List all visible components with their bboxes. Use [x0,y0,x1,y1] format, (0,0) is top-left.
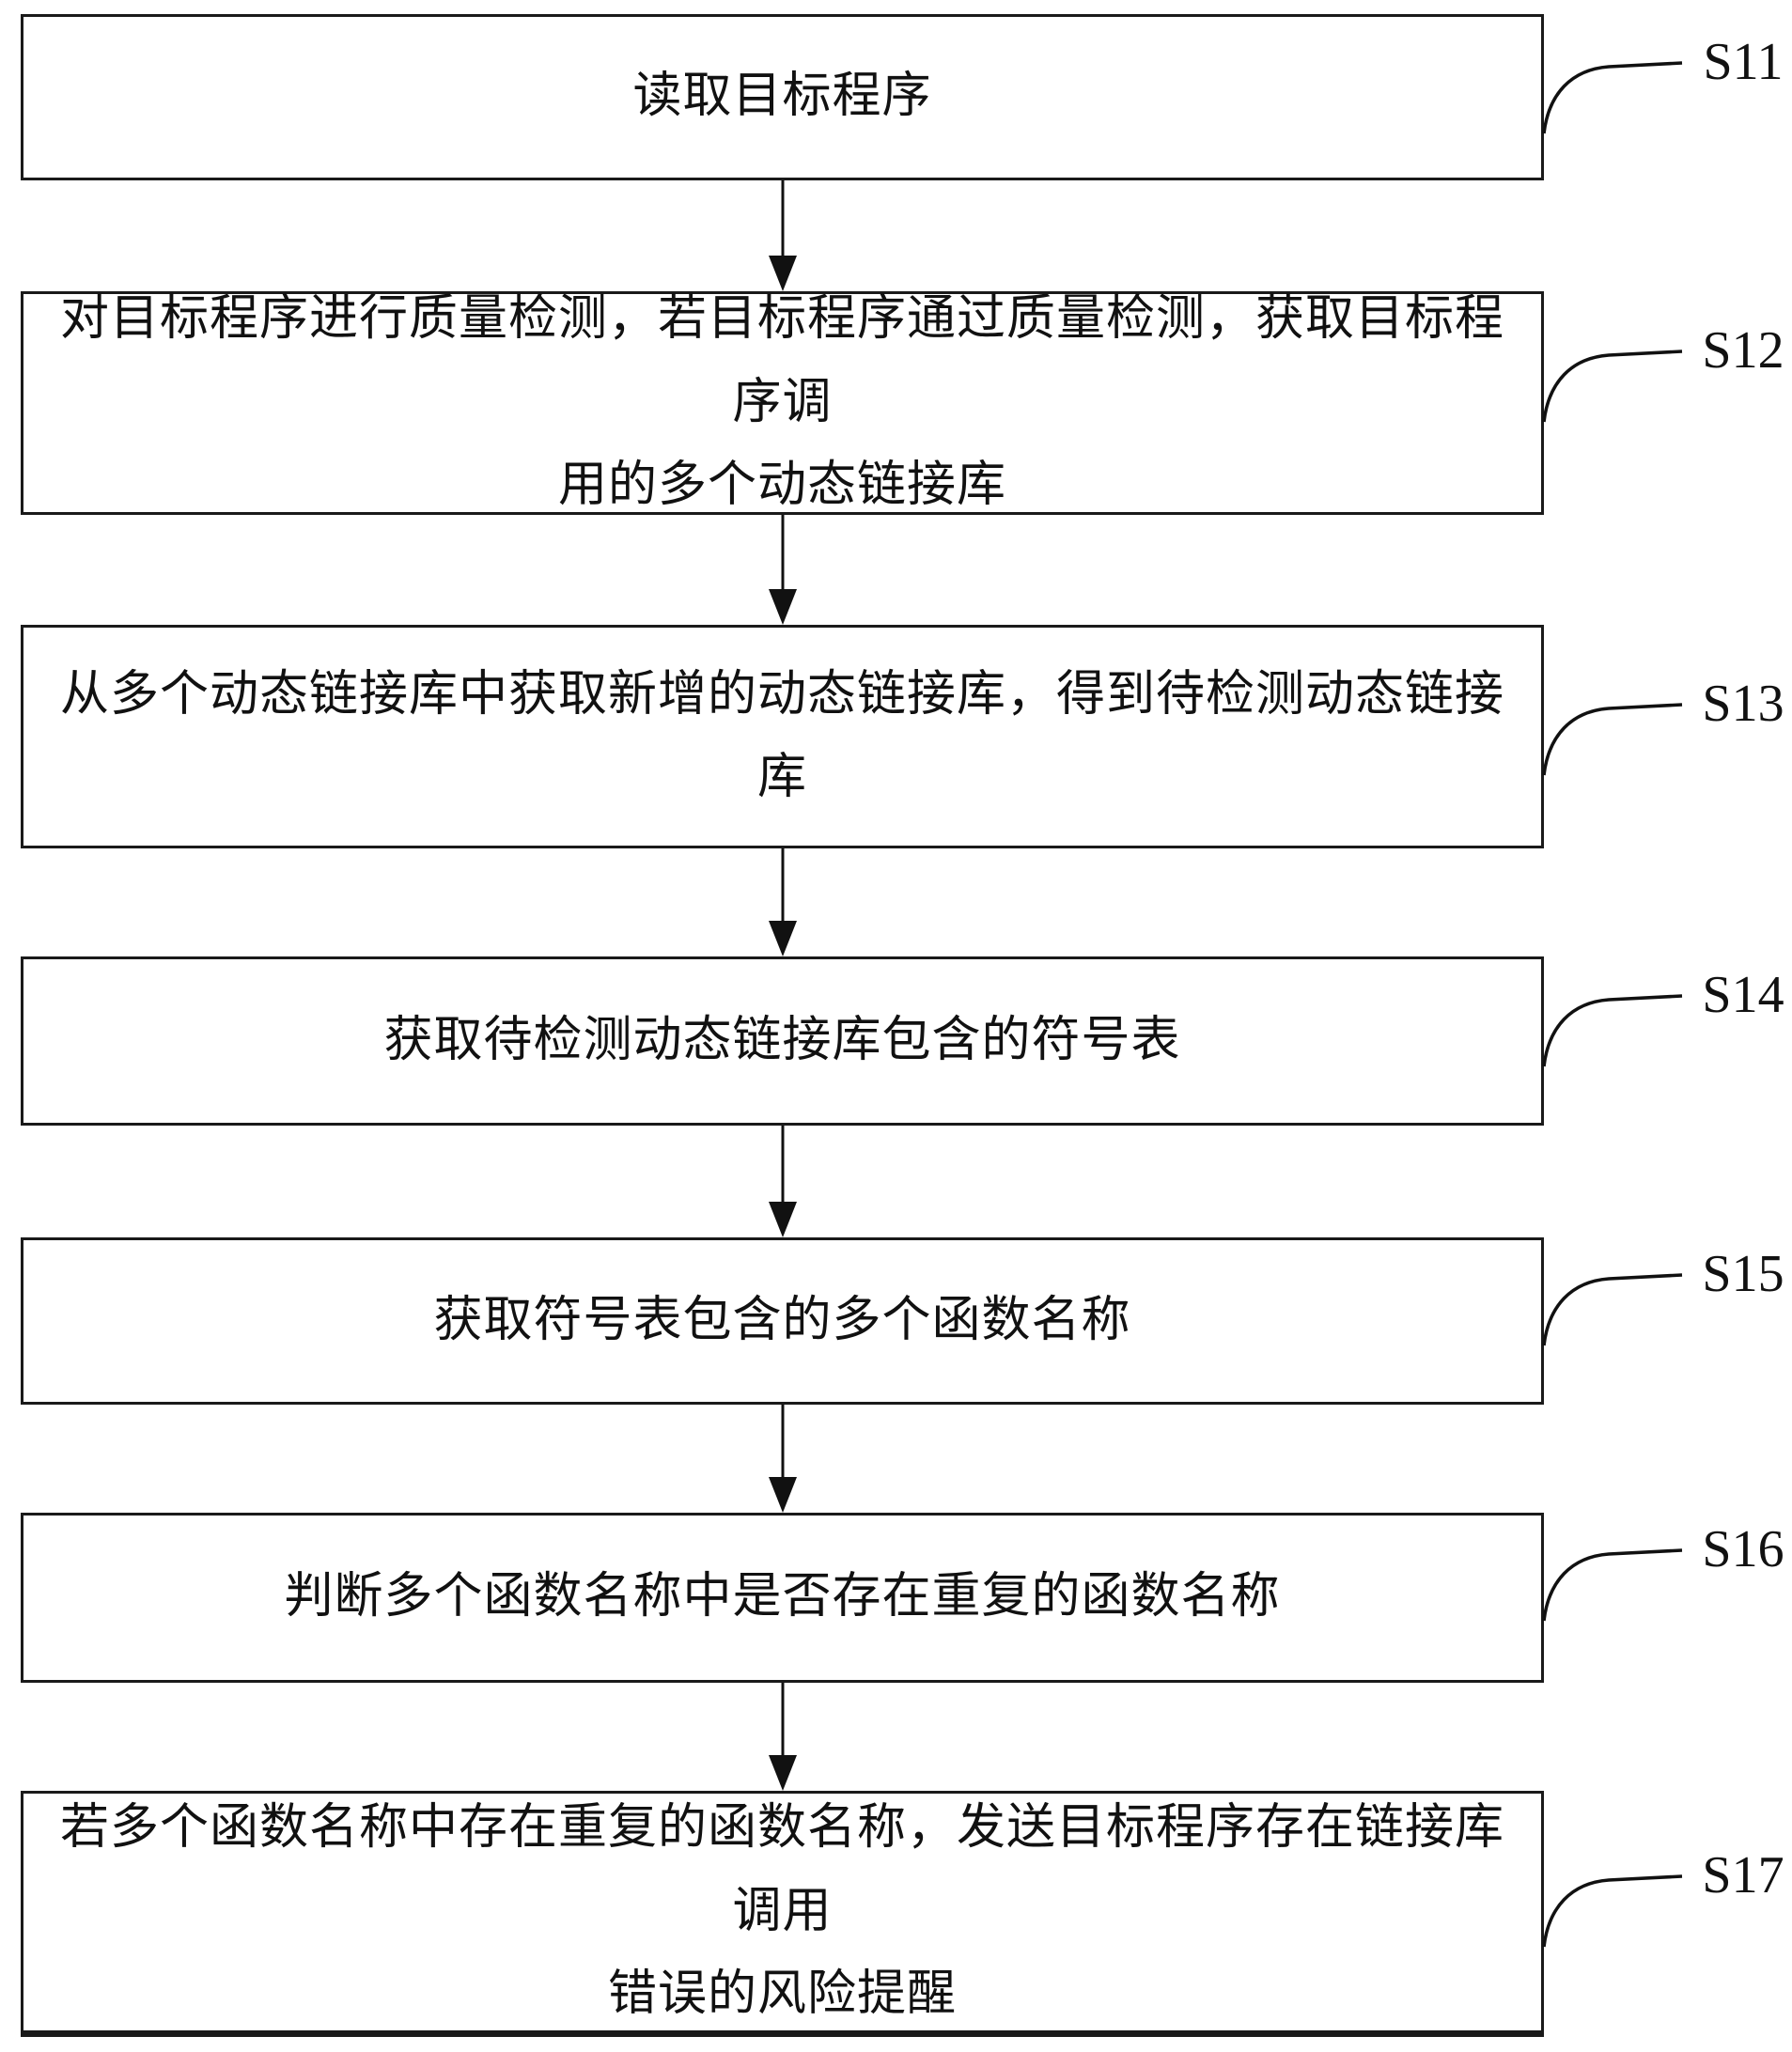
step-label-s15: S15 [1702,1245,1784,1303]
leader-curve-s12 [1542,350,1683,423]
down-arrow-connector-5 [769,1405,797,1513]
flow-step-box-s13: 从多个动态链接库中获取新增的动态链接库，得到待检测动态链接库 [21,625,1544,848]
down-arrow-connector-6 [769,1683,797,1791]
down-arrow-connector-3 [769,848,797,956]
flow-step-box-s16: 判断多个函数名称中是否存在重复的函数名称 [21,1513,1544,1683]
step-label-s14: S14 [1702,966,1784,1024]
flow-step-box-s11: 读取目标程序 [21,14,1544,180]
leader-curve-s14 [1542,994,1683,1067]
step-label-s13: S13 [1702,675,1784,733]
down-arrow-connector-4 [769,1126,797,1237]
flow-step-text-s11: 读取目标程序 [632,70,932,124]
leader-curve-s11 [1542,61,1683,134]
step-label-s11: S11 [1703,33,1784,91]
leader-curve-s13 [1542,703,1683,776]
flow-step-box-s17: 若多个函数名称中存在重复的函数名称，发送目标程序存在链接库调用 错误的风险提醒 [21,1791,1544,2037]
leader-curve-s16 [1542,1548,1683,1622]
flow-step-text-s17: 若多个函数名称中存在重复的函数名称，发送目标程序存在链接库调用 错误的风险提醒 [59,1801,1504,2022]
flow-step-text-s13: 从多个动态链接库中获取新增的动态链接库，得到待检测动态链接库 [59,667,1504,804]
flow-step-text-s14: 获取待检测动态链接库包含的符号表 [383,1013,1181,1067]
flow-step-text-s12: 对目标程序进行质量检测，若目标程序通过质量检测，获取目标程序调 用的多个动态链接… [59,292,1504,513]
flow-step-box-s14: 获取待检测动态链接库包含的符号表 [21,956,1544,1126]
step-label-s12: S12 [1702,321,1784,380]
step-label-s17: S17 [1702,1846,1784,1904]
flow-step-box-s15: 获取符号表包含的多个函数名称 [21,1237,1544,1405]
flow-step-text-s15: 获取符号表包含的多个函数名称 [433,1293,1131,1347]
down-arrow-connector-2 [769,515,797,625]
leader-curve-s17 [1542,1874,1683,1948]
down-arrow-connector-1 [769,180,797,291]
flow-step-text-s16: 判断多个函数名称中是否存在重复的函数名称 [284,1570,1281,1624]
step-label-s16: S16 [1702,1520,1784,1578]
flow-step-box-s12: 对目标程序进行质量检测，若目标程序通过质量检测，获取目标程序调 用的多个动态链接… [21,291,1544,515]
leader-curve-s15 [1542,1273,1683,1346]
